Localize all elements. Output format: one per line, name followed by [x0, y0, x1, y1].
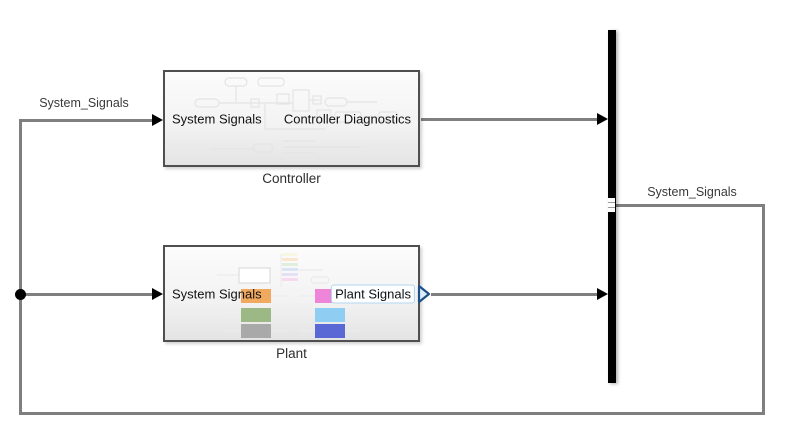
plant-block-name[interactable]: Plant — [276, 346, 307, 361]
signal-label-input[interactable]: System_Signals — [39, 96, 129, 110]
plant-subsystem-block[interactable]: System Signals Plant Signals — [163, 245, 420, 342]
plant-thumb-gray-block — [241, 324, 271, 338]
signal-line-controller-input[interactable] — [19, 119, 153, 122]
plant-output-port-label[interactable]: Plant Signals — [331, 284, 415, 303]
controller-block-name[interactable]: Controller — [262, 171, 321, 186]
bus-output-port-icon — [608, 198, 615, 212]
highlighted-output-port-chevron-icon[interactable] — [416, 284, 432, 304]
plant-thumb-green-block — [241, 308, 271, 322]
signal-line-bottom[interactable] — [19, 412, 765, 415]
plant-thumb-royalblue-block — [315, 324, 345, 338]
controller-input-port-label: System Signals — [172, 111, 262, 126]
plant-thumb-skyblue-block — [315, 308, 345, 322]
controller-subsystem-block[interactable]: System Signals Controller Diagnostics — [163, 70, 420, 167]
signal-arrowhead — [152, 114, 163, 126]
chevron-shape — [417, 284, 431, 304]
controller-output-port-label: Controller Diagnostics — [283, 111, 411, 126]
plant-input-port-label: System Signals — [172, 286, 262, 301]
signal-branch-dot[interactable] — [15, 289, 26, 300]
signal-arrowhead — [152, 288, 163, 300]
signal-line-controller-output[interactable] — [421, 118, 597, 121]
signal-line-bus-output[interactable] — [615, 204, 765, 207]
signal-arrowhead — [597, 113, 608, 125]
signal-line-left-vertical[interactable] — [19, 119, 22, 415]
signal-line-right-vertical[interactable] — [762, 204, 765, 415]
signal-label-output[interactable]: System_Signals — [647, 185, 737, 199]
signal-line-plant-input[interactable] — [19, 293, 153, 296]
signal-line-plant-output[interactable] — [431, 293, 597, 296]
signal-arrowhead — [597, 288, 608, 300]
